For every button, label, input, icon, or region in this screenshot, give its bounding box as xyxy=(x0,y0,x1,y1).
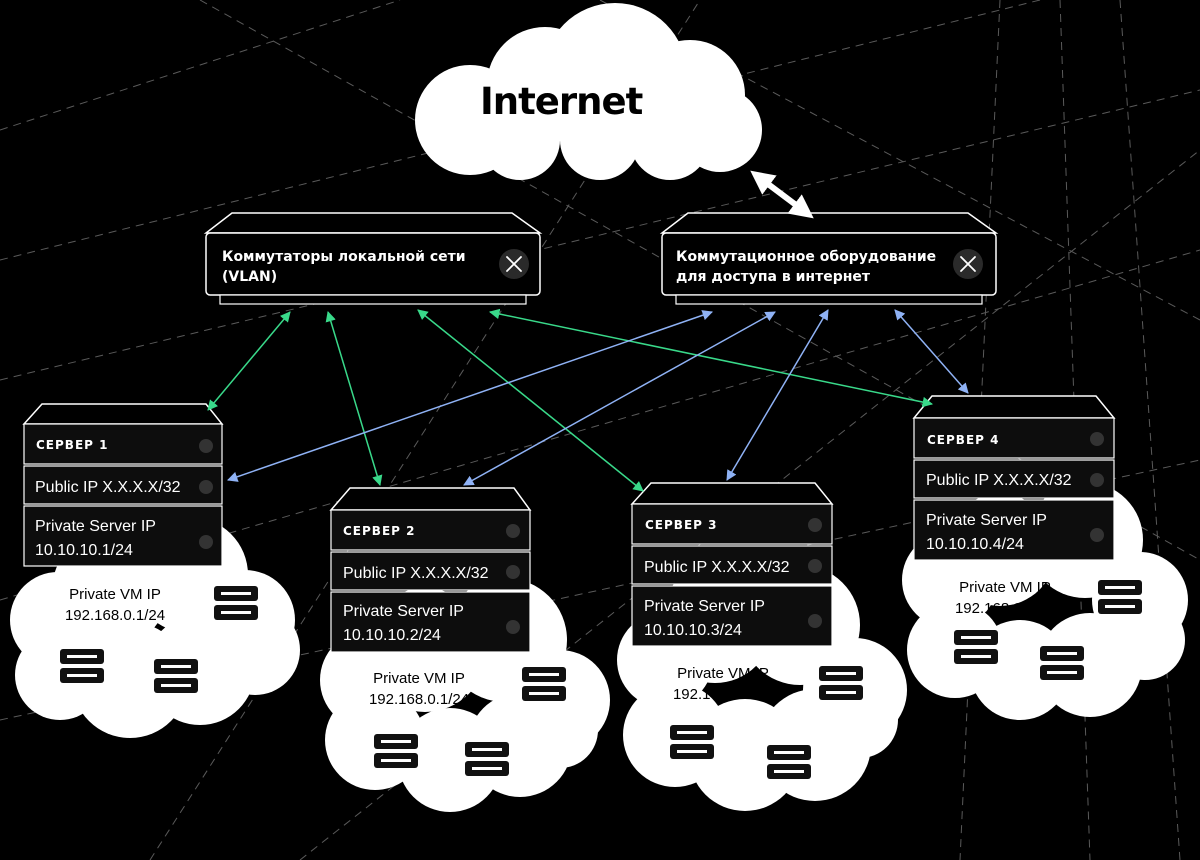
server-3 xyxy=(630,482,834,647)
server-1-private-ip: 10.10.10.1/24 xyxy=(35,542,133,559)
server-4-title: СЕРВЕР 4 xyxy=(927,433,1000,447)
inet-switch-label: Коммутационное оборудование для доступа … xyxy=(676,249,937,285)
server-1 xyxy=(22,403,224,567)
server-3-private-ip: 10.10.10.3/24 xyxy=(644,622,742,639)
inet-link-server-1 xyxy=(227,310,713,482)
server-4-vm-label: Private VM IP xyxy=(959,579,1051,596)
internet-uplink xyxy=(750,170,814,219)
server-1-vm-ip: 192.168.0.1/24 xyxy=(64,607,166,624)
lan-link-server-4 xyxy=(488,308,934,408)
server-3-vm-ip: 192.168.0.1/24 xyxy=(672,686,774,703)
lan-switch-label: Коммутаторы локальной сети (VLAN) xyxy=(222,249,466,285)
internet-cloud xyxy=(415,3,762,180)
server-3-private-label: Private Server IP xyxy=(644,598,765,615)
server-4-vm-ip: 192.168.0.1/24 xyxy=(954,600,1056,617)
switch-icon xyxy=(960,256,976,272)
server-2-title: СЕРВЕР 2 xyxy=(343,524,416,538)
switch-icon xyxy=(506,256,522,272)
inet-link-server-4 xyxy=(894,309,969,394)
server-1-public-ip: Public IP X.X.X.X/32 xyxy=(35,479,181,496)
server-3-vm-label: Private VM IP xyxy=(677,665,769,682)
server-4 xyxy=(912,395,1116,561)
server-1-title: СЕРВЕР 1 xyxy=(36,438,109,452)
server-2 xyxy=(329,487,532,653)
server-2-vm-ip: 192.168.0.1/24 xyxy=(368,691,470,708)
server-2-private-ip: 10.10.10.2/24 xyxy=(343,627,441,644)
server-3-title: СЕРВЕР 3 xyxy=(645,518,718,532)
server-2-public-ip: Public IP X.X.X.X/32 xyxy=(343,565,489,582)
inet-link-server-2 xyxy=(463,311,776,486)
server-1-vm-label: Private VM IP xyxy=(69,586,161,603)
server-4-private-label: Private Server IP xyxy=(926,512,1047,529)
server-2-vm-label: Private VM IP xyxy=(373,670,465,687)
server-4-private-ip: 10.10.10.4/24 xyxy=(926,536,1024,553)
lan-link-server-2 xyxy=(325,310,383,487)
server-4-public-ip: Public IP X.X.X.X/32 xyxy=(926,472,1072,489)
inet-switch xyxy=(659,212,999,305)
inet-link-server-3 xyxy=(726,309,829,481)
internet-label: Internet xyxy=(480,80,643,123)
server-2-private-label: Private Server IP xyxy=(343,603,464,620)
server-1-private-label: Private Server IP xyxy=(35,518,156,535)
server-3-public-ip: Public IP X.X.X.X/32 xyxy=(644,559,790,576)
lan-links xyxy=(207,308,934,492)
lan-switch xyxy=(203,212,543,305)
inet-links xyxy=(227,309,969,486)
